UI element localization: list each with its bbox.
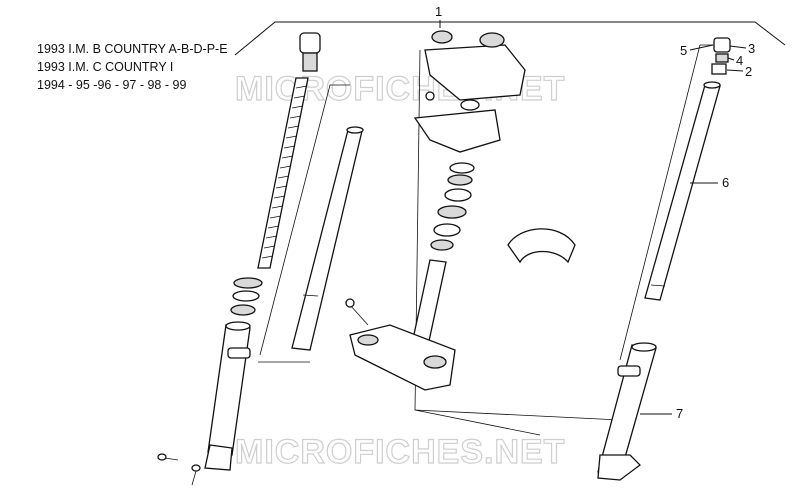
callout-7: 7	[676, 406, 683, 421]
fork-spring-assembly	[230, 32, 321, 316]
right-cap-oring	[715, 53, 729, 63]
callout-5: 5	[680, 43, 687, 58]
callout-1: 1	[435, 4, 442, 19]
callout-2: 2	[745, 64, 752, 79]
left-stanchion-ring	[302, 294, 319, 297]
callout-6: 6	[722, 175, 729, 190]
lower-clamp-bolt-head	[345, 298, 355, 308]
top-clamp-cap-left	[431, 30, 453, 44]
left-slider-lug	[227, 347, 251, 359]
left-drain-screw-shank	[191, 470, 197, 486]
top-clamp-cap-right	[479, 32, 505, 48]
headlight-bracket	[507, 228, 576, 264]
left-stanchion-body	[291, 129, 363, 351]
lower-clamp-hole-right	[423, 355, 447, 369]
callout-3: 3	[748, 41, 755, 56]
callout-1-bracket	[234, 20, 786, 56]
clamp-bolt	[425, 91, 435, 101]
callout-labels: 1 2 3 4 5 6 7	[435, 4, 755, 421]
left-slider-foot	[204, 444, 233, 471]
steering-nut	[460, 99, 480, 111]
right-stanchion-tube	[644, 81, 721, 301]
legend-line-3: 1994 - 95 -96 - 97 - 98 - 99	[37, 78, 187, 92]
spring-washer-1	[233, 277, 263, 289]
right-cap-spacer	[711, 63, 727, 75]
callout-4: 4	[736, 53, 743, 68]
legend-line-2: 1993 I.M. C COUNTRY I	[37, 60, 174, 74]
left-slider-top	[225, 321, 251, 331]
left-axle-bolt	[164, 457, 179, 461]
legend-line-1: 1993 I.M. B COUNTRY A-B-D-P-E	[37, 42, 228, 56]
spring-cap	[299, 32, 321, 54]
right-slider-top	[631, 342, 657, 352]
model-legend: 1993 I.M. B COUNTRY A-B-D-P-E 1993 I.M. …	[37, 40, 228, 94]
lower-clamp-bolt	[349, 304, 369, 326]
handlebar-plate	[413, 109, 501, 153]
right-fork-slider	[597, 342, 657, 481]
spring-spacer	[302, 52, 318, 72]
steering-bearing-stack	[430, 162, 475, 251]
left-stanchion-tube	[291, 126, 364, 351]
right-stanchion-body	[644, 84, 721, 301]
lower-clamp-hole-left	[357, 334, 379, 346]
top-triple-clamp	[424, 30, 526, 111]
spring-coils	[261, 85, 308, 259]
fork-spring	[257, 77, 309, 269]
right-stanchion-top	[703, 81, 721, 89]
left-stanchion-top	[346, 126, 364, 134]
right-fork-cap	[713, 37, 731, 53]
right-cap-parts	[711, 37, 731, 75]
spring-washer-2	[232, 290, 260, 302]
left-drain-screw	[191, 464, 201, 472]
top-clamp-plate	[424, 44, 526, 101]
left-axle-bolt-head	[157, 453, 167, 461]
assembly-guide-lines	[258, 44, 720, 436]
left-fork-slider	[157, 321, 251, 486]
watermark-bottom: MICROFICHES.NET	[235, 433, 565, 471]
lower-triple-clamp	[345, 259, 456, 391]
right-slider-lug	[617, 365, 641, 377]
spring-washer-3	[230, 304, 256, 316]
right-stanchion-ring	[650, 284, 666, 287]
right-slider-foot	[597, 454, 641, 481]
